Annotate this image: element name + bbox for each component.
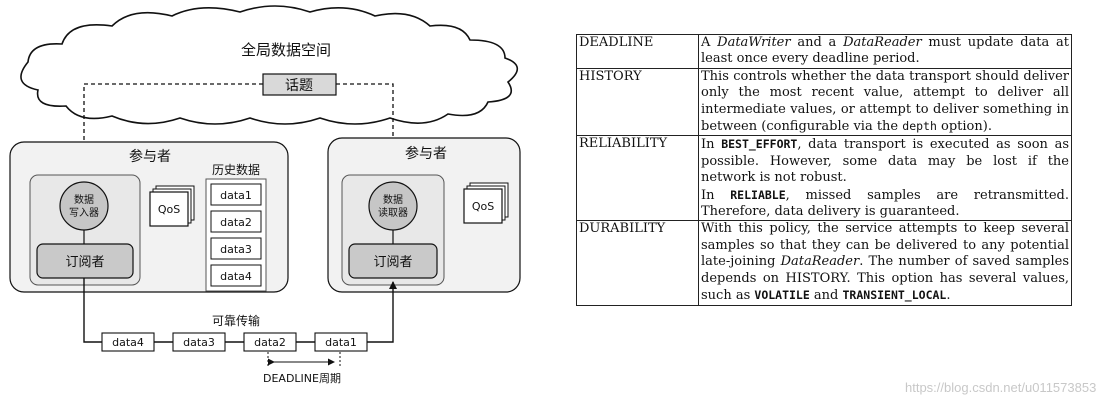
global-data-space-label: 全局数据空间 bbox=[241, 41, 331, 59]
transport-label: 可靠传输 bbox=[212, 313, 260, 328]
data-writer-label-line2: 写入器 bbox=[69, 207, 99, 219]
right-subscriber-label: 订阅者 bbox=[373, 255, 412, 270]
csdn-watermark: https://blog.csdn.net/u011573853 bbox=[905, 380, 1097, 395]
description-segment: , missed samples are retransmitted. Ther… bbox=[701, 187, 1070, 220]
description-segment: TRANSIENT_LOCAL bbox=[842, 288, 947, 303]
description-segment: In bbox=[701, 137, 722, 153]
left-qos-card bbox=[149, 191, 189, 227]
policy-description: This controls whether the data transport… bbox=[698, 67, 1072, 137]
packet-label: data3 bbox=[183, 336, 215, 349]
description-segment: BEST_EFFORT bbox=[721, 137, 798, 152]
description-segment: must update data at least once every dea… bbox=[701, 35, 1069, 67]
left-subscriber-box bbox=[36, 243, 134, 279]
left-subscriber-label: 订阅者 bbox=[65, 255, 104, 270]
global-data-space-cloud bbox=[20, 5, 519, 125]
packet-box bbox=[172, 332, 226, 352]
right-subscriber-box bbox=[348, 243, 438, 279]
left-qos-label: QoS bbox=[158, 203, 180, 216]
topic-label: 话题 bbox=[285, 78, 313, 94]
description-segment: and a bbox=[790, 35, 844, 50]
history-item-box bbox=[210, 210, 262, 233]
description-segment: With this policy, the service attempts t… bbox=[701, 221, 1069, 270]
policy-name: RELIABILITY bbox=[576, 135, 699, 222]
description-segment: . The number of saved samples depends on… bbox=[701, 254, 1069, 304]
description-segment: This controls whether the data transport… bbox=[701, 68, 1069, 135]
data-writer-label-line1: 数据 bbox=[74, 193, 94, 206]
description-segment: option). bbox=[936, 119, 992, 135]
description-segment: . bbox=[946, 288, 951, 304]
topic-dashed-link-right bbox=[336, 83, 394, 176]
packet-box bbox=[101, 332, 155, 352]
description-segment: RELIABLE bbox=[730, 187, 786, 202]
history-item-label: data4 bbox=[220, 270, 252, 283]
description-segment: DataReader bbox=[780, 254, 860, 270]
description-segment: In bbox=[701, 187, 731, 203]
right-participant-label: 参与者 bbox=[405, 145, 447, 162]
history-title: 历史数据 bbox=[212, 162, 260, 177]
packet-box bbox=[243, 332, 297, 352]
history-item-label: data3 bbox=[220, 243, 252, 256]
description-segment: and bbox=[809, 288, 843, 304]
data-reader-label-line1: 数据 bbox=[383, 193, 403, 206]
deadline-label: DEADLINE周期 bbox=[263, 372, 341, 385]
history-item-box bbox=[210, 264, 262, 287]
description-segment: VOLATILE bbox=[754, 288, 810, 303]
history-item-box bbox=[210, 237, 262, 260]
description-segment: depth bbox=[902, 119, 937, 134]
transport-line bbox=[83, 278, 397, 343]
policy-name: HISTORY bbox=[576, 67, 699, 137]
packet-label: data1 bbox=[325, 336, 357, 349]
packet-box bbox=[314, 332, 368, 352]
policy-description: In BEST_EFFORT, data transport is execut… bbox=[698, 135, 1072, 222]
policy-name: DURABILITY bbox=[576, 220, 699, 306]
packet-label: data4 bbox=[112, 336, 144, 349]
right-qos-card bbox=[463, 188, 503, 224]
policy-description: A DataWriter and a DataReader must updat… bbox=[698, 34, 1072, 69]
description-segment: DataReader bbox=[843, 35, 922, 50]
history-item-label: data2 bbox=[220, 216, 252, 229]
data-reader-node bbox=[368, 181, 418, 231]
data-reader-label-line2: 读取器 bbox=[378, 206, 408, 219]
topic-box bbox=[262, 73, 337, 96]
history-item-box bbox=[210, 183, 262, 206]
packet-label: data2 bbox=[254, 336, 286, 349]
policy-description: With this policy, the service attempts t… bbox=[698, 220, 1072, 306]
policy-name: DEADLINE bbox=[576, 34, 699, 69]
description-segment: A bbox=[701, 35, 718, 50]
description-segment: DataWriter bbox=[717, 35, 791, 50]
data-writer-node bbox=[59, 181, 109, 231]
description-segment: , data transport is executed as soon as … bbox=[701, 137, 1070, 186]
dds-architecture-diagram: 全局数据空间 话题 参与者 数据 写入器 订阅者 QoS 历史数据 data1 d… bbox=[9, 5, 521, 385]
left-participant-label: 参与者 bbox=[129, 148, 171, 165]
history-item-label: data1 bbox=[220, 189, 252, 202]
right-qos-label: QoS bbox=[472, 200, 494, 213]
